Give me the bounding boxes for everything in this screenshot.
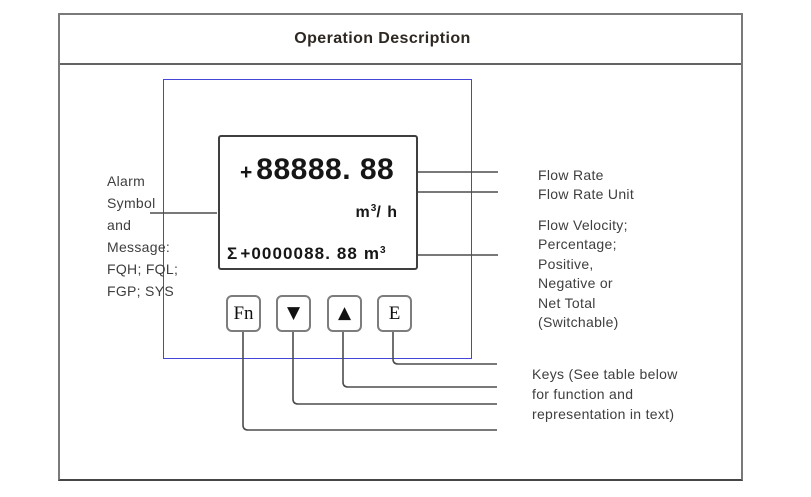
unit-exponent: 3 (370, 203, 377, 214)
unit-base: m (355, 204, 371, 221)
key-fn: Fn (226, 295, 261, 332)
flow-rate-unit-reading: m3/ h (356, 203, 398, 222)
key-fn-label: Fn (233, 302, 254, 324)
sigma-symbol: Σ (227, 244, 239, 263)
up-arrow-icon: ▲ (337, 303, 352, 323)
flow-rate-sign: + (240, 161, 253, 184)
flow-rate-digits: 88888. 88 (256, 153, 395, 186)
key-e-label: E (388, 302, 401, 324)
keys-callout-label: Keys (See table below for function and r… (532, 366, 678, 422)
flow-rate-reading: +88888. 88 (240, 153, 394, 187)
figure-title-bar: Operation Description (60, 15, 741, 65)
figure-title: Operation Description (294, 30, 471, 47)
alarm-callout-label: Alarm Symbol and Message: FQH; FQL; FGP;… (107, 173, 179, 299)
lcd-display: +88888. 88 m3/ h Σ+0000088. 88 m3 (218, 135, 418, 270)
key-e: E (377, 295, 412, 332)
key-up: ▲ (327, 295, 362, 332)
total-unit-exponent: 3 (380, 245, 386, 256)
flow-rate-callout-label: Flow Rate (538, 167, 604, 183)
totalizer-reading: Σ+0000088. 88 m3 (227, 244, 386, 264)
total-unit-base: m (363, 244, 381, 263)
unit-suffix: / h (376, 204, 398, 221)
total-digits: 0000088. 88 (251, 244, 358, 263)
key-down: ▼ (276, 295, 311, 332)
total-sign: + (240, 244, 252, 263)
flow-rate-unit-callout-label: Flow Rate Unit (538, 186, 635, 202)
down-arrow-icon: ▼ (286, 303, 301, 323)
velocity-callout-label: Flow Velocity; Percentage; Positive, Neg… (538, 217, 628, 331)
